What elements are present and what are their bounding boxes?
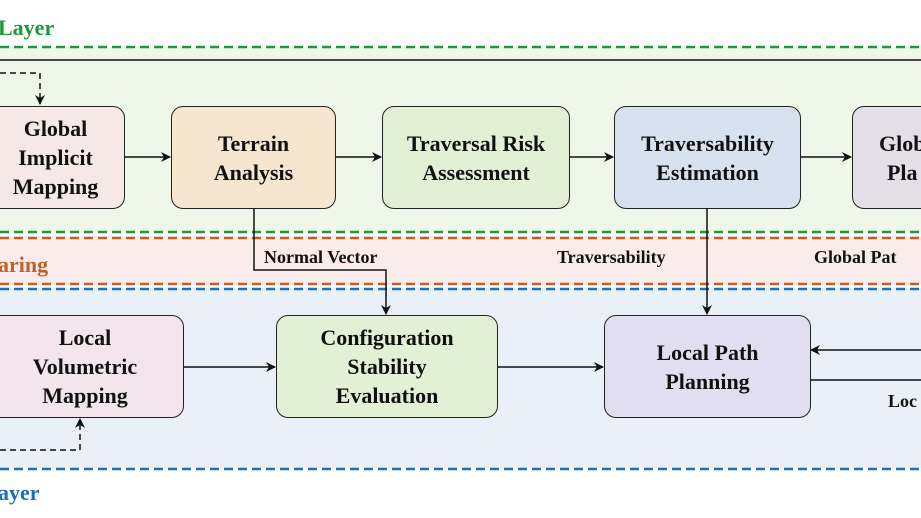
sharing-layer-label: aring: [0, 252, 49, 277]
node-traversal-risk-assessment: Traversal Risk Assessment: [382, 106, 570, 209]
bottom-layer-label: ayer: [0, 480, 40, 505]
node-local-path-planning: Local Path Planning: [604, 315, 811, 418]
sharing-layer-band: [0, 236, 921, 284]
node-local-volumetric-mapping: Local Volumetric Mapping: [0, 315, 184, 418]
top-layer-label: Layer: [0, 15, 55, 40]
node-configuration-stability-evaluation: Configuration Stability Evaluation: [276, 315, 498, 418]
edge-label-normal-vector: Normal Vector: [264, 247, 378, 267]
edge-label-global-path: Global Pat: [814, 247, 897, 267]
edge-loop-global-mapping: [0, 72, 45, 105]
edge-loop-local-mapping: [0, 418, 85, 451]
edge-label-local: Loc: [888, 391, 917, 411]
edge-terrain-to-config: [253, 209, 391, 315]
edge-label-traversability: Traversability: [557, 247, 666, 267]
node-terrain-analysis: Terrain Analysis: [171, 106, 336, 209]
node-global-planning: Glob Pla: [852, 106, 921, 209]
node-global-implicit-mapping: Global Implicit Mapping: [0, 106, 125, 209]
node-traversability-estimation: Traversability Estimation: [614, 106, 801, 209]
